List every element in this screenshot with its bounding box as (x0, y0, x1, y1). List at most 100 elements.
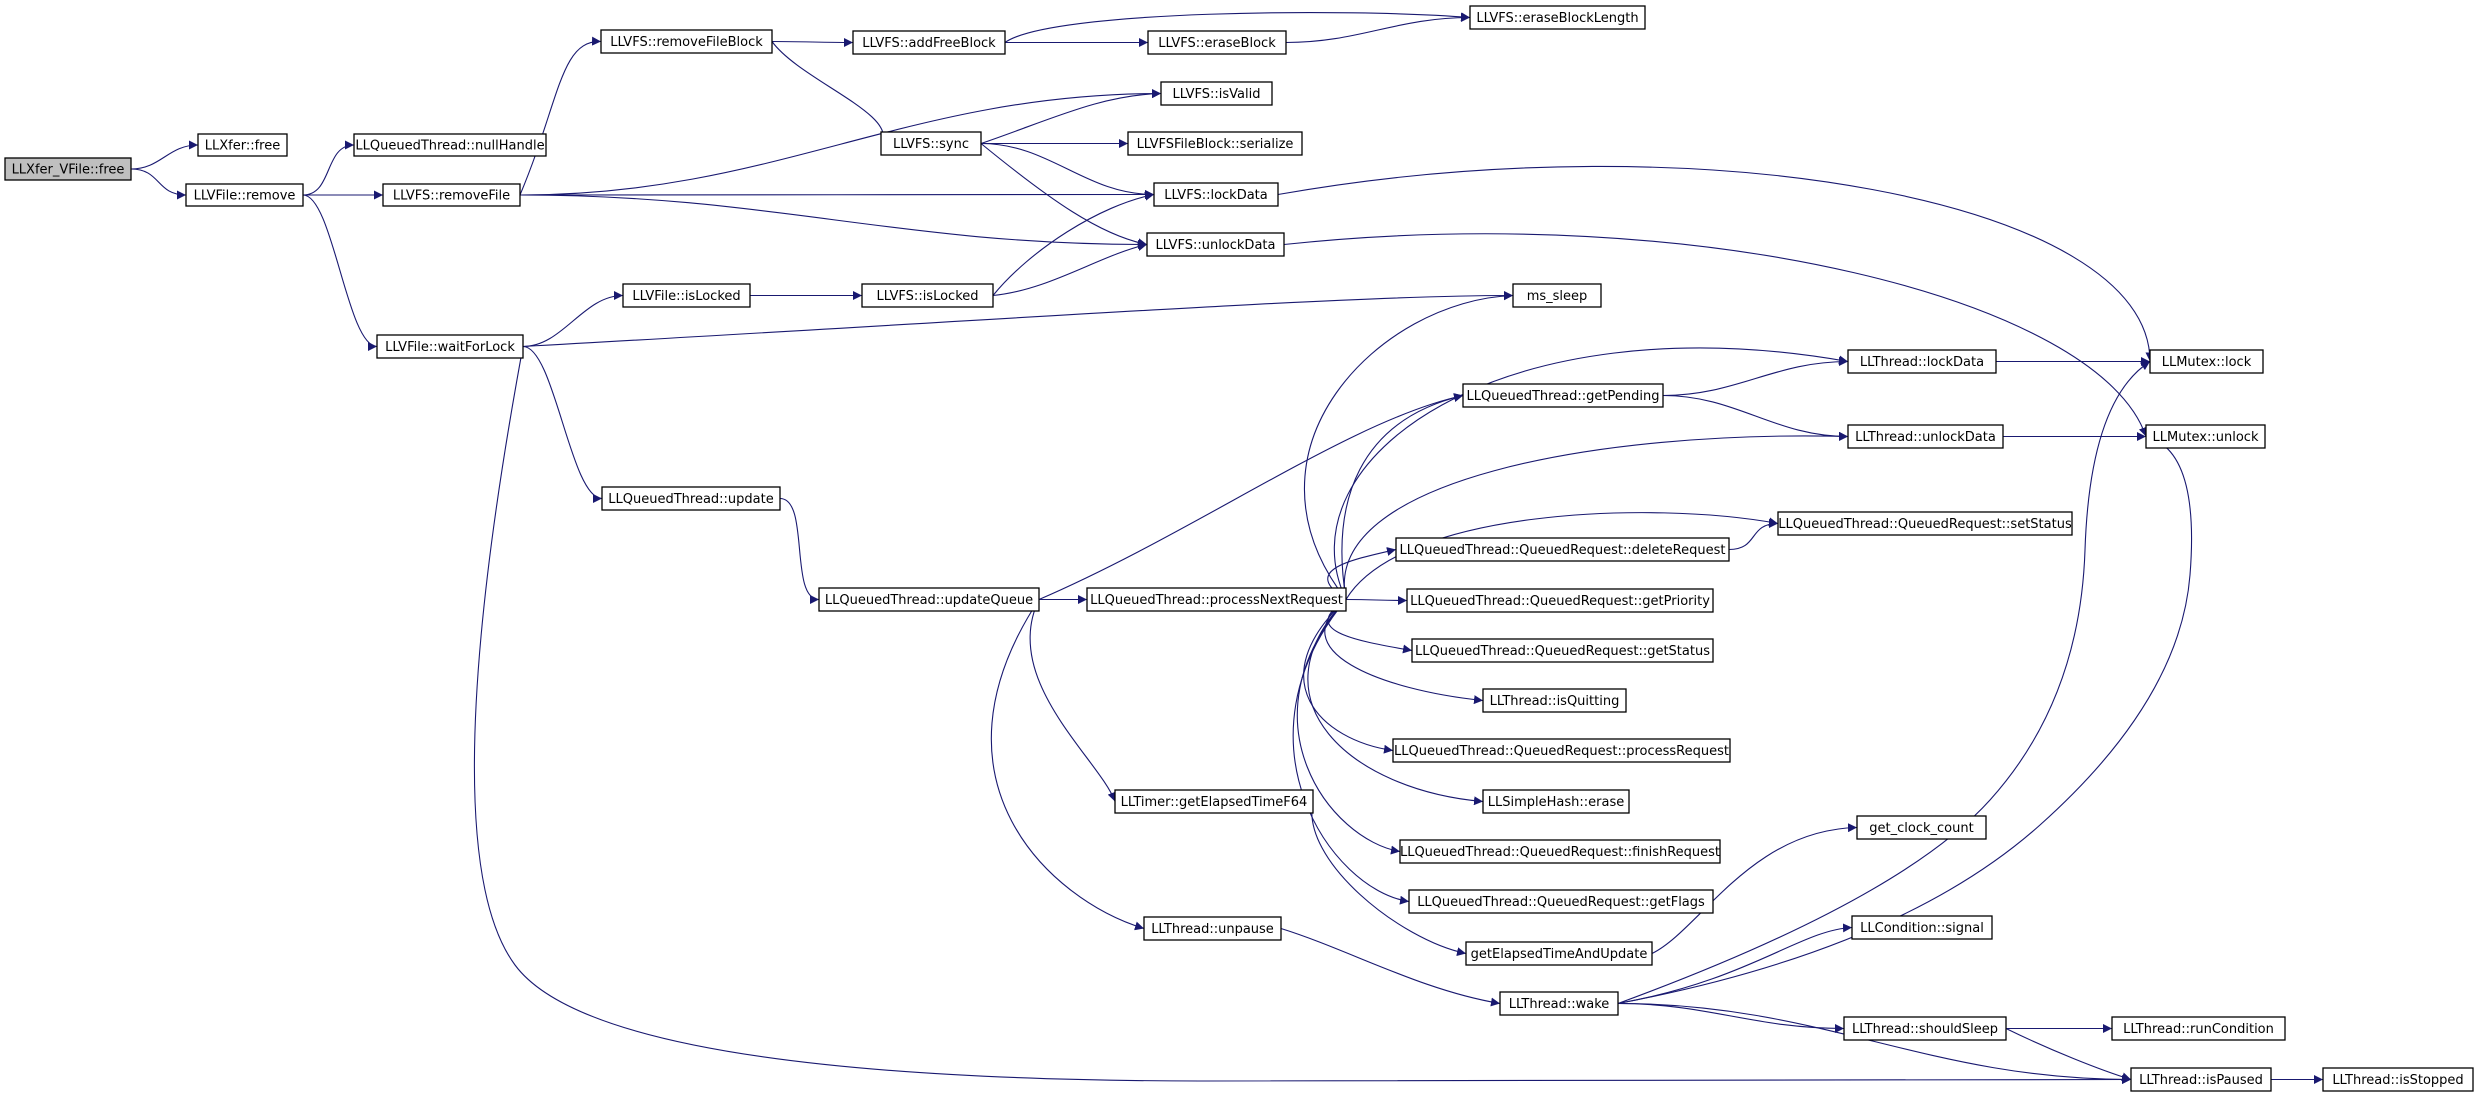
edge-llvfs-removefile-to-llvfs-isvalid (519, 89, 1162, 196)
node-box (2145, 424, 2266, 449)
node-llthread-wake[interactable]: LLThread::wake (1499, 991, 1619, 1016)
node-box (600, 29, 773, 54)
node-llvfs-sync[interactable]: LLVFS::sync (880, 131, 982, 156)
node-llvfs-lockdata[interactable]: LLVFS::lockData (1153, 182, 1279, 207)
node-box (2111, 1016, 2286, 1041)
node-label: LLXfer::free (205, 139, 280, 154)
node-llvfs-addfreeblock[interactable]: LLVFS::addFreeBlock (852, 30, 1006, 55)
node-box (1127, 131, 1303, 156)
edge-llvfs-addfreeblock-to-llvfs-eraseblocklength (1004, 11, 1471, 43)
node-llqueuedthread-processnextrequest[interactable]: LLQueuedThread::processNextRequest (1086, 587, 1347, 612)
node-getelapsedtimeandupdate[interactable]: getElapsedTimeAndUpdate (1465, 941, 1653, 966)
node-label: LLSimpleHash::erase (1488, 795, 1624, 810)
node-lltimer-getelapsedtimef64[interactable]: LLTimer::getElapsedTimeF64 (1114, 789, 1314, 814)
node-llqueuedthread-updatequeue[interactable]: LLQueuedThread::updateQueue (818, 587, 1040, 612)
node-llthread-unpause[interactable]: LLThread::unpause (1143, 916, 1282, 941)
node-llcondition-signal[interactable]: LLCondition::signal (1851, 915, 1993, 940)
node-box (1851, 915, 1993, 940)
node-label: LLQueuedThread::QueuedRequest::finishReq… (1400, 845, 1720, 860)
node-llthread-isquitting[interactable]: LLThread::isQuitting (1482, 688, 1627, 713)
edge-llqueuedthread-processnextrequest-to-llqueuedthread-queuedrequest-processrequest (1303, 599, 1394, 754)
node-box (852, 30, 1006, 55)
edge-line (990, 599, 1145, 931)
node-llsimplehash-erase[interactable]: LLSimpleHash::erase (1482, 789, 1630, 814)
node-llqueuedthread-queuedrequest-finishrequest[interactable]: LLQueuedThread::QueuedRequest::finishReq… (1399, 839, 1721, 864)
node-llqueuedthread-getpending[interactable]: LLQueuedThread::getPending (1462, 383, 1664, 408)
node-label: LLVFSFileBlock::serialize (1137, 137, 1294, 152)
node-llthread-runcondition[interactable]: LLThread::runCondition (2111, 1016, 2286, 1041)
edge-line (1617, 434, 2193, 1005)
node-ms-sleep[interactable]: ms_sleep (1512, 283, 1602, 308)
node-llqueuedthread-queuedrequest-processrequest[interactable]: LLQueuedThread::QueuedRequest::processRe… (1392, 738, 1731, 763)
edge-line (1277, 165, 2155, 362)
node-llvfs-removefileblock[interactable]: LLVFS::removeFileBlock (600, 29, 773, 54)
edge-line (302, 140, 355, 196)
node-box (1847, 349, 1997, 374)
node-llthread-shouldsleep[interactable]: LLThread::shouldSleep (1843, 1016, 2007, 1041)
edge-llvfs-removefile-to-llvfs-unlockdata (519, 194, 1148, 249)
node-label: LLQueuedThread::QueuedRequest::deleteReq… (1400, 543, 1726, 558)
edge-line (1303, 291, 1514, 600)
node-llqueuedthread-queuedrequest-getpriority[interactable]: LLQueuedThread::QueuedRequest::getPriori… (1406, 588, 1714, 613)
node-get-clock-count[interactable]: get_clock_count (1856, 815, 1987, 840)
edge-lltimer-getelapsedtimef64-to-getelapsedtimeandupdate (1311, 801, 1467, 957)
node-llvfs-eraseblocklength[interactable]: LLVFS::eraseBlockLength (1469, 5, 1646, 30)
node-llthread-ispaused[interactable]: LLThread::isPaused (2130, 1067, 2272, 1092)
edge-line (992, 191, 1155, 296)
node-llqueuedthread-queuedrequest-setstatus[interactable]: LLQueuedThread::QueuedRequest::setStatus (1777, 511, 2073, 536)
node-llxfer-free[interactable]: LLXfer::free (197, 133, 288, 157)
edge-llqueuedthread-processnextrequest-to-llqueuedthread-queuedrequest-finishrequest (1296, 599, 1401, 855)
node-label: LLCondition::signal (1860, 921, 1984, 936)
edge-llxfer-vfile-free-to-llvfile-remove (130, 168, 187, 200)
node-llmutex-lock[interactable]: LLMutex::lock (2149, 349, 2264, 374)
node-box (2130, 1067, 2272, 1092)
node-llvfs-isvalid[interactable]: LLVFS::isValid (1160, 81, 1273, 106)
node-label: LLThread::shouldSleep (1852, 1022, 1998, 1037)
edge-llqueuedthread-processnextrequest-to-llqueuedthread-queuedrequest-setstatus (1345, 512, 1779, 600)
edge-llvfs-removefileblock-to-llvfs-sync (771, 41, 890, 144)
node-llthread-unlockdata[interactable]: LLThread::unlockData (1847, 424, 2004, 449)
node-box (1512, 283, 1602, 308)
edge-line (1617, 361, 2151, 1005)
node-llvfs-islocked[interactable]: LLVFS::isLocked (861, 283, 994, 308)
edge-line (130, 140, 199, 170)
node-llvfs-eraseblock[interactable]: LLVFS::eraseBlock (1147, 30, 1287, 55)
edge-line (1617, 923, 1853, 1005)
node-llvfile-waitforlock[interactable]: LLVFile::waitForLock (376, 334, 524, 359)
node-label: LLThread::lockData (1860, 355, 1984, 370)
edge-llthread-shouldsleep-to-llthread-ispaused (2005, 1028, 2132, 1082)
node-label: LLQueuedThread::QueuedRequest::getStatus (1415, 644, 1710, 659)
edge-llqueuedthread-processnextrequest-to-llqueuedthread-getpending (1341, 393, 1464, 600)
edge-line (1617, 1002, 1845, 1033)
edge-line (1038, 393, 1464, 601)
edge-line (1311, 801, 1467, 957)
node-llqueuedthread-queuedrequest-deleterequest[interactable]: LLQueuedThread::QueuedRequest::deleteReq… (1395, 537, 1730, 562)
node-llqueuedthread-update[interactable]: LLQueuedThread::update (601, 486, 781, 511)
node-llvfs-removefile[interactable]: LLVFS::removeFile (382, 183, 521, 207)
node-label: LLThread::wake (1509, 997, 1610, 1012)
node-llqueuedthread-queuedrequest-getflags[interactable]: LLQueuedThread::QueuedRequest::getFlags (1408, 889, 1714, 914)
node-llvfsfileblock-serialize[interactable]: LLVFSFileBlock::serialize (1127, 131, 1303, 156)
edge-llvfile-waitforlock-to-llthread-ispaused (473, 346, 2132, 1085)
edge-line (519, 89, 1162, 196)
node-llqueuedthread-nullhandle[interactable]: LLQueuedThread::nullHandle (353, 133, 547, 157)
edge-llvfs-lockdata-to-llmutex-lock (1277, 165, 2155, 362)
edge-llqueuedthread-updatequeue-to-lltimer-getelapsedtimef64 (1029, 599, 1117, 802)
edge-llvfs-unlockdata-to-llmutex-unlock (1283, 233, 2148, 437)
node-box (1499, 991, 1619, 1016)
node-llthread-isstopped[interactable]: LLThread::isStopped (2322, 1067, 2474, 1092)
node-llxfer-vfile-free[interactable]: LLXfer_VFile::free (4, 157, 132, 181)
edge-llqueuedthread-getpending-to-llthread-unlockdata (1662, 394, 1849, 441)
edge-llvfile-remove-to-llvfile-waitforlock (302, 194, 378, 351)
edge-line (522, 291, 624, 348)
edge-line (980, 89, 1162, 145)
node-llmutex-unlock[interactable]: LLMutex::unlock (2145, 424, 2266, 449)
edge-line (130, 168, 187, 200)
node-llvfile-islocked[interactable]: LLVFile::isLocked (622, 283, 751, 308)
node-llthread-lockdata[interactable]: LLThread::lockData (1847, 349, 1997, 374)
node-llvfile-remove[interactable]: LLVFile::remove (185, 183, 304, 207)
node-llqueuedthread-queuedrequest-getstatus[interactable]: LLQueuedThread::QueuedRequest::getStatus (1411, 638, 1714, 663)
node-box (1847, 424, 2004, 449)
node-llvfs-unlockdata[interactable]: LLVFS::unlockData (1146, 232, 1285, 257)
